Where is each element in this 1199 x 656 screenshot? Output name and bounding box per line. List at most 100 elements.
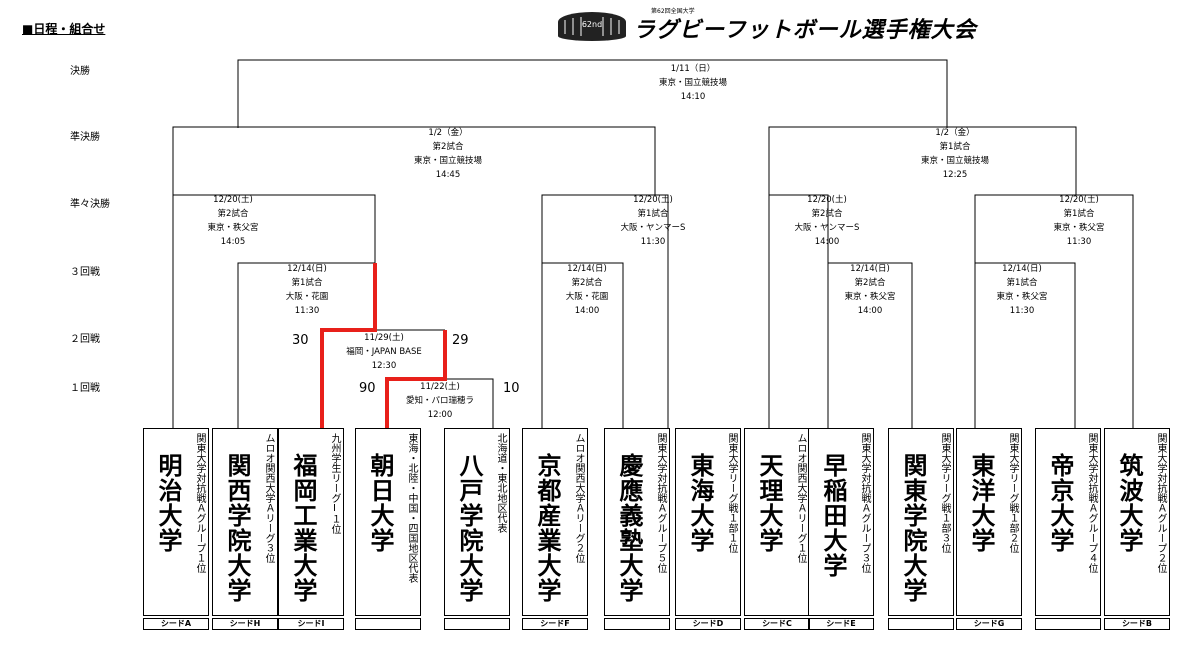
match-time: 11:30 [1009, 306, 1035, 316]
stadium-icon: 62nd [558, 12, 626, 41]
match-game: 第2試合 [571, 278, 603, 288]
team-name: 明治大学 [154, 453, 183, 553]
match-game: 第2試合 [811, 209, 843, 219]
match-info-qf1: 12/20(土) 第2試合 東京・秩父宮 14:05 [188, 193, 278, 249]
match-info-r3-3: 12/14(日) 第2試合 東京・秩父宮 14:00 [830, 262, 910, 318]
seed-label: シードI [278, 618, 344, 630]
match-game: 第1試合 [637, 209, 669, 219]
team-name: 慶應義塾大学 [615, 453, 644, 603]
seed-label-empty [888, 618, 954, 630]
round-label-semi: 準決勝 [70, 132, 100, 143]
team-name: 天理大学 [755, 453, 784, 553]
match-info-r1: 11/22(土) 愛知・パロ瑞穂ラ 12:00 [395, 380, 485, 422]
match-date: 1/2（金） [428, 128, 468, 138]
match-date: 12/14(日) [567, 264, 607, 274]
match-date: 12/20(土) [633, 195, 673, 205]
match-venue: 大阪・花園 [285, 292, 329, 302]
match-info-r3-2: 12/14(日) 第2試合 大阪・花園 14:00 [547, 262, 627, 318]
match-date: 12/14(日) [287, 264, 327, 274]
team-card: 慶應義塾大学関東大学対抗戦Ａグループ５位 [604, 428, 670, 616]
match-game: 第2試合 [432, 142, 464, 152]
team-name: 東海大学 [686, 453, 715, 553]
team-qualification: ムロオ関西大学Ａリーグ１位 [795, 433, 806, 563]
match-time: 14:10 [680, 92, 706, 102]
match-game: 第1試合 [1006, 278, 1038, 288]
seed-label-empty [444, 618, 510, 630]
team-qualification: 関東大学リーグ戦１部２位 [1007, 433, 1018, 553]
match-info-qf3: 12/20(土) 第2試合 大阪・ヤンマーS 14:00 [782, 193, 872, 249]
team-qualification: 東海・北陸・中国・四国地区代表 [406, 433, 417, 583]
match-game: 第1試合 [291, 278, 323, 288]
team-qualification: 関東大学リーグ戦１部１位 [726, 433, 737, 553]
match-venue: 東京・秩父宮 [1053, 223, 1105, 233]
match-venue: 福岡・JAPAN BASE [346, 347, 422, 357]
seed-label: シードF [522, 618, 588, 630]
team-name: 福岡工業大学 [289, 453, 318, 603]
match-date: 1/2（金） [935, 128, 975, 138]
score-r1-left: 90 [359, 381, 376, 396]
score-r1-right: 10 [503, 381, 520, 396]
seed-label: シードG [956, 618, 1022, 630]
match-venue: 大阪・ヤンマーS [620, 223, 686, 233]
match-info-semi-left: 1/2（金） 第2試合 東京・国立競技場 14:45 [398, 126, 498, 182]
team-qualification: 関東大学対抗戦Ａグループ５位 [655, 433, 666, 573]
team-name: 朝日大学 [366, 453, 395, 553]
team-card: 関東学院大学関東大学リーグ戦１部３位 [888, 428, 954, 616]
match-date: 12/20(土) [1059, 195, 1099, 205]
team-name: 早稲田大学 [819, 453, 848, 578]
team-card: 関西学院大学ムロオ関西大学Ａリーグ３位 [212, 428, 278, 616]
match-game: 第1試合 [1063, 209, 1095, 219]
match-venue: 大阪・花園 [565, 292, 609, 302]
team-name: 帝京大学 [1046, 453, 1075, 553]
team-qualification: 関東大学対抗戦Ａグループ４位 [1086, 433, 1097, 573]
team-qualification: ムロオ関西大学Ａリーグ２位 [573, 433, 584, 563]
seed-label: シードC [744, 618, 810, 630]
match-time: 14:45 [435, 170, 461, 180]
score-r2-left: 30 [292, 333, 309, 348]
match-time: 11:30 [294, 306, 320, 316]
team-qualification: 関東大学対抗戦Ａグループ２位 [1155, 433, 1166, 573]
match-venue: 東京・秩父宮 [207, 223, 259, 233]
match-time: 12:00 [427, 410, 453, 420]
match-time: 14:00 [814, 237, 840, 247]
team-card: 東洋大学関東大学リーグ戦１部２位 [956, 428, 1022, 616]
team-card: 明治大学関東大学対抗戦Ａグループ１位 [143, 428, 209, 616]
seed-label: シードE [808, 618, 874, 630]
team-qualification: 関東大学リーグ戦１部３位 [939, 433, 950, 553]
match-game: 第2試合 [854, 278, 886, 288]
match-time: 11:30 [640, 237, 666, 247]
match-date: 12/14(日) [1002, 264, 1042, 274]
team-card: 早稲田大学関東大学対抗戦Ａグループ３位 [808, 428, 874, 616]
round-label-final: 決勝 [70, 66, 90, 77]
team-card: 福岡工業大学九州学生リーグⅠ１位 [278, 428, 344, 616]
schedule-heading: ■日程・組合せ [22, 22, 106, 36]
match-game: 第2試合 [217, 209, 249, 219]
round-label-round2: ２回戦 [70, 334, 100, 345]
match-venue: 愛知・パロ瑞穂ラ [405, 396, 474, 406]
tournament-logo: 62nd 第62回全国大学 ラグビーフットボール選手権大会 [555, 6, 976, 44]
seed-label: シードA [143, 618, 209, 630]
team-card: 帝京大学関東大学対抗戦Ａグループ４位 [1035, 428, 1101, 616]
round-label-round1: １回戦 [70, 383, 100, 394]
match-date: 12/14(日) [850, 264, 890, 274]
team-name: 筑波大学 [1115, 453, 1144, 553]
logo-title: ラグビーフットボール選手権大会 [633, 17, 977, 43]
team-qualification: 関東大学対抗戦Ａグループ３位 [859, 433, 870, 573]
match-venue: 東京・秩父宮 [996, 292, 1048, 302]
seed-label: シードH [212, 618, 278, 630]
team-card: 東海大学関東大学リーグ戦１部１位 [675, 428, 741, 616]
round-label-quarter: 準々決勝 [70, 199, 110, 210]
team-card: 八戸学院大学北海道・東北地区代表 [444, 428, 510, 616]
team-qualification: 北海道・東北地区代表 [495, 433, 506, 533]
team-name: 東洋大学 [967, 453, 996, 553]
match-venue: 東京・国立競技場 [658, 78, 727, 88]
svg-text:62nd: 62nd [582, 20, 602, 29]
team-qualification: 関東大学対抗戦Ａグループ１位 [194, 433, 205, 573]
seed-label-empty [355, 618, 421, 630]
team-card: 筑波大学関東大学対抗戦Ａグループ２位 [1104, 428, 1170, 616]
team-name: 関西学院大学 [223, 453, 252, 603]
match-time: 14:00 [857, 306, 883, 316]
team-name: 関東学院大学 [899, 453, 928, 603]
match-info-semi-right: 1/2（金） 第1試合 東京・国立競技場 12:25 [905, 126, 1005, 182]
seed-label: シードB [1104, 618, 1170, 630]
